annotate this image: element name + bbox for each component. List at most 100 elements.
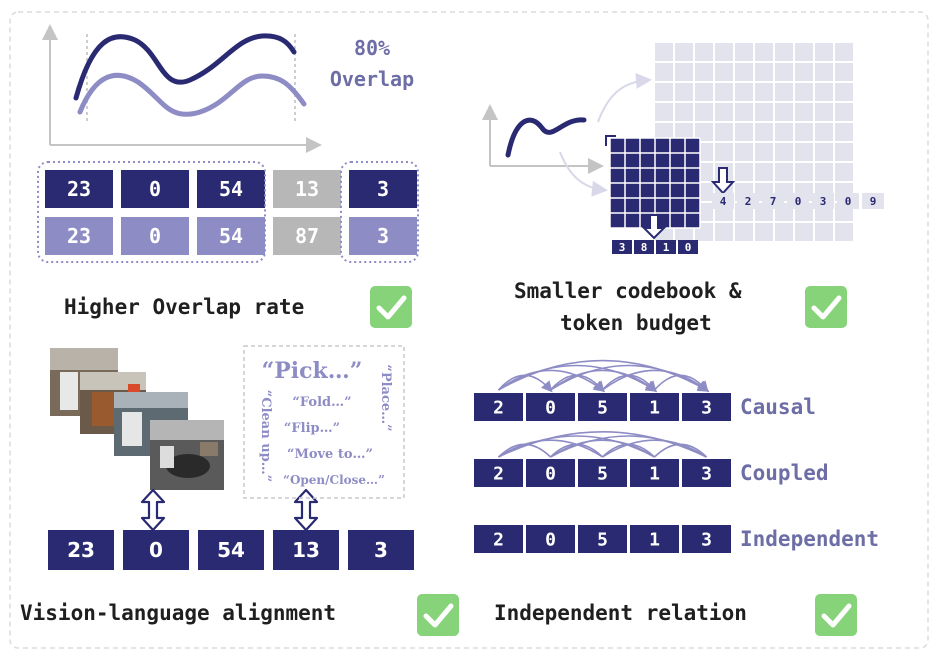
token-cell: 23 <box>45 170 113 208</box>
token-value: 2 <box>493 463 504 484</box>
causal-arc <box>498 369 606 392</box>
token-cell: 0 <box>121 217 189 255</box>
token-cell: 1 <box>630 393 679 421</box>
token-value: 3 <box>374 538 388 562</box>
token-value: 0 <box>149 224 161 248</box>
token-box <box>273 530 339 570</box>
token-box <box>682 459 731 487</box>
overlap-caption: Higher Overlap rate <box>64 295 304 319</box>
causal-arc <box>550 369 658 392</box>
coupled-arc <box>601 443 656 458</box>
overlap-curve-bottom <box>77 72 307 117</box>
token-cell: 2 <box>737 193 759 209</box>
token-cell: 23 <box>45 217 113 255</box>
token-box <box>630 393 679 421</box>
token-box <box>349 217 417 255</box>
causal-arc <box>549 374 605 393</box>
overlap-group-right <box>340 161 419 263</box>
small-codebook-grid <box>609 137 701 229</box>
token-value: 3 <box>619 241 626 254</box>
token-value: 5 <box>597 397 608 418</box>
token-cell: 13 <box>273 170 341 208</box>
token-cell: 3 <box>612 240 632 254</box>
independent-label: Independent <box>740 527 879 551</box>
token-box <box>612 240 632 254</box>
coupled-arc <box>653 443 708 458</box>
token-cell: 3 <box>812 193 834 209</box>
token-value: 0 <box>149 177 161 201</box>
token-value: 0 <box>545 463 556 484</box>
token-cell: 3 <box>682 525 731 553</box>
overlap-group-left <box>37 161 266 263</box>
token-box <box>349 170 417 208</box>
phrase-clean: “Clean up…” <box>258 390 273 482</box>
token-box <box>837 193 859 209</box>
token-value: 9 <box>870 195 877 208</box>
token-box <box>630 525 679 553</box>
token-box <box>678 240 698 254</box>
relations-caption: Independent relation <box>494 601 747 625</box>
token-box <box>474 459 523 487</box>
token-cell: 0 <box>526 393 575 421</box>
token-value: 2 <box>745 195 752 208</box>
token-box <box>812 193 834 209</box>
token-box <box>712 193 734 209</box>
token-box <box>630 459 679 487</box>
token-box <box>682 525 731 553</box>
token-cell: 0 <box>121 170 189 208</box>
token-cell: 1 <box>656 240 676 254</box>
vision-language-panel: “Pick…” “Fold…” “Flip…” “Move to…” “Open… <box>20 345 459 636</box>
coupled-arc <box>550 435 707 458</box>
check-icon <box>370 286 412 328</box>
token-cell: 5 <box>578 393 627 421</box>
token-value: 3 <box>377 224 389 248</box>
coupled-label: Coupled <box>740 461 829 485</box>
token-box <box>198 530 264 570</box>
token-box <box>273 217 341 255</box>
token-value: 1 <box>649 397 660 418</box>
token-cell: 13 <box>273 530 339 570</box>
phrase-flip: “Flip…” <box>284 421 340 436</box>
codebook-caption-line2: token budget <box>560 311 712 335</box>
token-cell: 3 <box>349 217 417 255</box>
token-box <box>45 170 113 208</box>
down-arrow-icon <box>710 167 736 195</box>
token-cell: 23 <box>48 530 114 570</box>
double-arrow-icon <box>293 488 319 532</box>
coupled-arcs <box>497 431 708 458</box>
token-box <box>762 193 784 209</box>
phrase-fold: “Fold…” <box>292 395 351 410</box>
token-value: 8 <box>641 241 648 254</box>
token-value: 5 <box>597 529 608 550</box>
token-cell: 3 <box>682 459 731 487</box>
token-cell: 1 <box>630 459 679 487</box>
token-value: 2 <box>493 397 504 418</box>
token-value: 3 <box>701 397 712 418</box>
phrase-pick: “Pick…” <box>262 358 363 384</box>
codebook-arrow-down <box>559 151 608 197</box>
token-cell: 1 <box>630 525 679 553</box>
token-value: 3 <box>377 177 389 201</box>
token-value: 3 <box>701 529 712 550</box>
overlap-word: Overlap <box>330 67 414 91</box>
phrase-box <box>243 345 405 499</box>
token-value: 54 <box>217 538 245 562</box>
robot-photo-stack <box>50 348 224 490</box>
causal-arcs <box>497 359 710 393</box>
token-box <box>578 459 627 487</box>
token-box <box>474 525 523 553</box>
token-value: 0 <box>149 538 163 562</box>
token-box <box>45 217 113 255</box>
token-box <box>578 393 627 421</box>
token-value: 7 <box>770 195 777 208</box>
token-box <box>121 217 189 255</box>
token-value: 0 <box>545 529 556 550</box>
token-value: 13 <box>292 538 320 562</box>
